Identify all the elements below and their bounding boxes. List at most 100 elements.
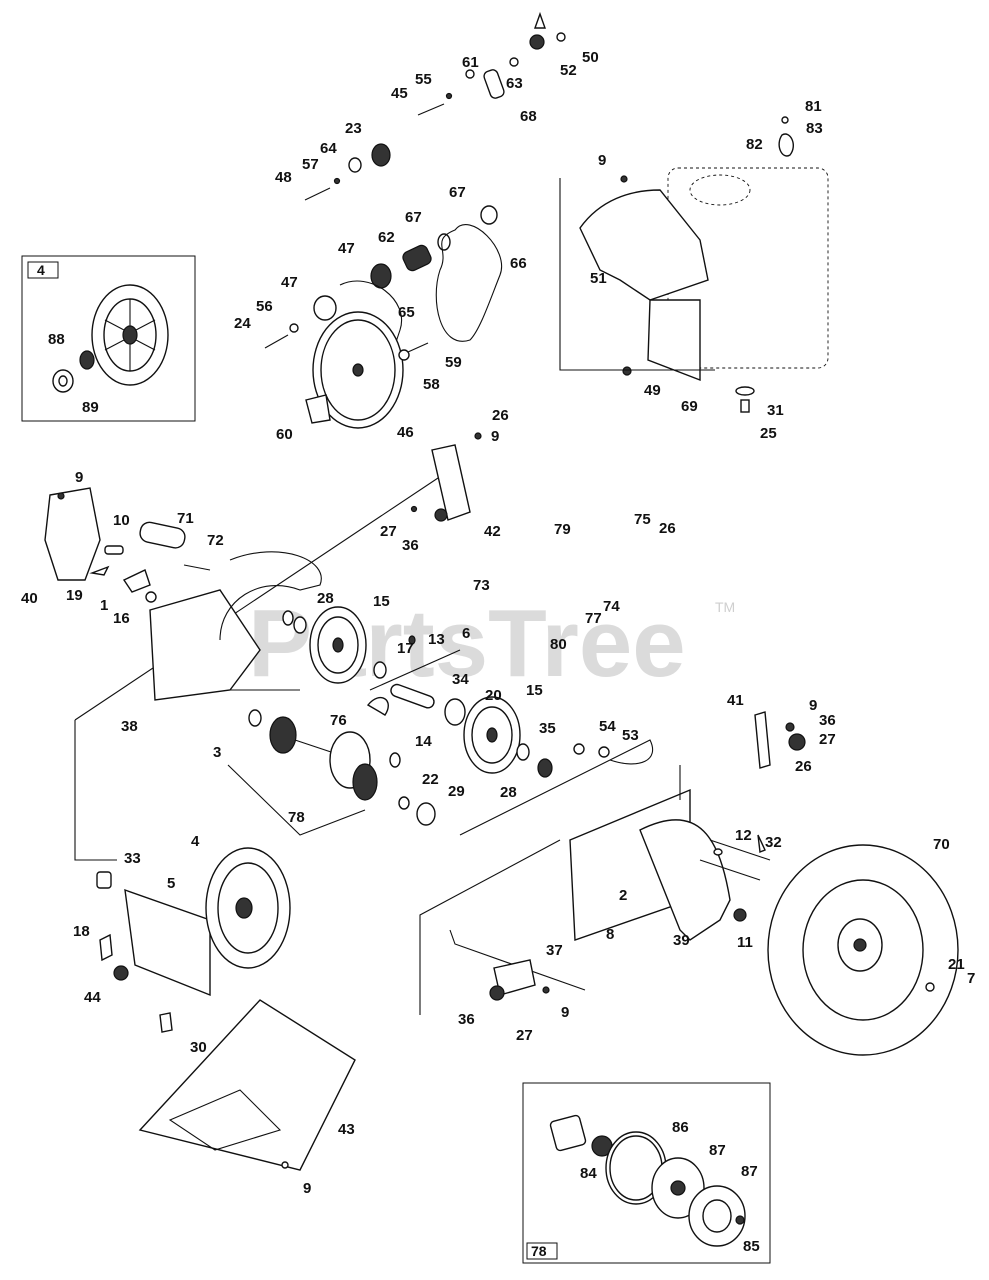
callout-37: 37 [546,942,563,959]
callout-62: 62 [378,229,395,246]
engine-assembly [579,116,829,413]
callout-41: 41 [727,692,744,709]
callout-5: 5 [167,875,175,892]
callout-87-a: 87 [709,1142,726,1159]
lower-left-assembly [96,847,291,1033]
callout-50: 50 [582,49,599,66]
callout-32: 32 [765,834,782,851]
callout-18: 18 [73,923,90,940]
callout-63: 63 [506,75,523,92]
callout-27-a: 27 [380,523,397,540]
gear-shaft-assembly [227,606,653,836]
inset-4-label: 4 [37,262,45,278]
callout-16: 16 [113,610,130,627]
callout-72: 72 [207,532,224,549]
callout-38: 38 [121,718,138,735]
callout-26-a: 26 [492,407,509,424]
callout-56: 56 [256,298,273,315]
callout-87-b: 87 [741,1163,758,1180]
callout-35: 35 [539,720,556,737]
callout-52: 52 [560,62,577,79]
callout-44: 44 [84,989,101,1006]
callout-4: 4 [191,833,200,850]
callout-27-c: 27 [516,1027,533,1044]
callout-28-b: 28 [500,784,517,801]
callout-47-b: 47 [281,274,298,291]
callout-25: 25 [760,425,777,442]
callout-49: 49 [644,382,661,399]
callout-8: 8 [606,926,614,943]
callout-45: 45 [391,85,408,102]
callout-51: 51 [590,270,607,287]
bearing-88 [79,350,95,370]
callout-76: 76 [330,712,347,729]
callout-59: 59 [445,354,462,371]
callout-80: 80 [550,636,567,653]
callout-53: 53 [622,727,639,744]
callout-78: 78 [288,809,305,826]
callout-82: 82 [746,136,763,153]
frame-outlines [74,178,715,1015]
callout-57: 57 [302,156,319,173]
callout-9-e: 9 [561,1004,569,1021]
callout-34: 34 [452,671,469,688]
callout-77: 77 [585,610,602,627]
callout-labels: 50 52 63 61 55 45 68 23 64 57 48 67 67 6… [21,49,975,1255]
callout-85: 85 [743,1238,760,1255]
callout-7: 7 [967,970,975,987]
pulley-inset-4 [91,284,169,386]
callout-47-a: 47 [338,240,355,257]
callout-14: 14 [415,733,432,750]
callout-67-b: 67 [405,209,422,226]
callout-17: 17 [397,640,414,657]
callout-89: 89 [82,399,99,416]
callout-1: 1 [100,597,108,614]
callout-9-d: 9 [809,697,817,714]
callout-83: 83 [806,120,823,137]
callout-3: 3 [213,744,221,761]
callout-31: 31 [767,402,784,419]
callout-28-a: 28 [317,590,334,607]
callout-66: 66 [510,255,527,272]
callout-48: 48 [275,169,292,186]
callout-11: 11 [737,934,753,951]
callout-36-b: 36 [819,712,836,729]
callout-9-c: 9 [75,469,83,486]
callout-23: 23 [345,120,362,137]
watermark-tm: TM [715,599,735,615]
callout-33: 33 [124,850,141,867]
callout-26-b: 26 [659,520,676,537]
callout-55: 55 [415,71,432,88]
callout-30: 30 [190,1039,207,1056]
callout-21: 21 [948,956,965,973]
callout-39: 39 [673,932,690,949]
callout-42: 42 [484,523,501,540]
belt-drive-assembly [264,11,566,429]
callout-73: 73 [473,577,490,594]
callout-46: 46 [397,424,414,441]
callout-70: 70 [933,836,950,853]
callout-9-f: 9 [303,1180,311,1197]
callout-36-c: 36 [458,1011,475,1028]
callout-12: 12 [735,827,752,844]
callout-22: 22 [422,771,439,788]
callout-13: 13 [428,631,445,648]
callout-75: 75 [634,511,651,528]
callout-71: 71 [177,510,194,527]
callout-84: 84 [580,1165,597,1182]
callout-54: 54 [599,718,616,735]
callout-6: 6 [462,625,470,642]
callout-43: 43 [338,1121,355,1138]
callout-15-b: 15 [526,682,543,699]
callout-40: 40 [21,590,38,607]
callout-19: 19 [66,587,83,604]
callout-69: 69 [681,398,698,415]
callout-65: 65 [398,304,415,321]
left-housing-assembly [44,432,482,701]
callout-24: 24 [234,315,251,332]
callout-79: 79 [554,521,571,538]
callout-81: 81 [805,98,822,115]
callout-9-b: 9 [491,428,499,445]
callout-74: 74 [603,598,620,615]
